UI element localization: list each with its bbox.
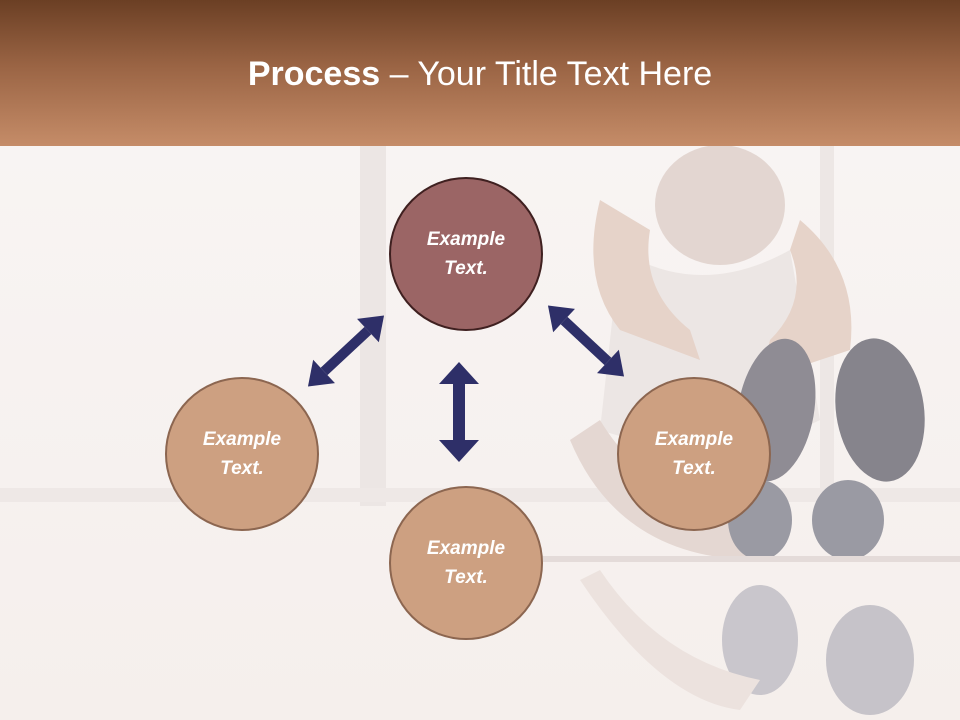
process-node-top: Example Text.: [389, 177, 543, 331]
node-label: Example Text.: [426, 538, 506, 588]
node-label: Example Text.: [426, 229, 506, 279]
process-node-bottom: Example Text.: [389, 486, 543, 640]
node-label: Example Text.: [654, 429, 734, 479]
double-arrow-left: [307, 315, 385, 387]
title-strong: Process: [247, 55, 381, 93]
node-label: Example Text.: [202, 429, 282, 479]
process-node-right: Example Text.: [617, 377, 771, 531]
double-arrow-right: [547, 305, 625, 377]
title-rest: – Your Title Text Here: [380, 55, 713, 93]
title-banner: [0, 0, 960, 146]
slide-title: Process – Your Title Text Here: [0, 52, 960, 96]
process-node-left: Example Text.: [165, 377, 319, 531]
double-arrow-vertical: [439, 362, 479, 462]
